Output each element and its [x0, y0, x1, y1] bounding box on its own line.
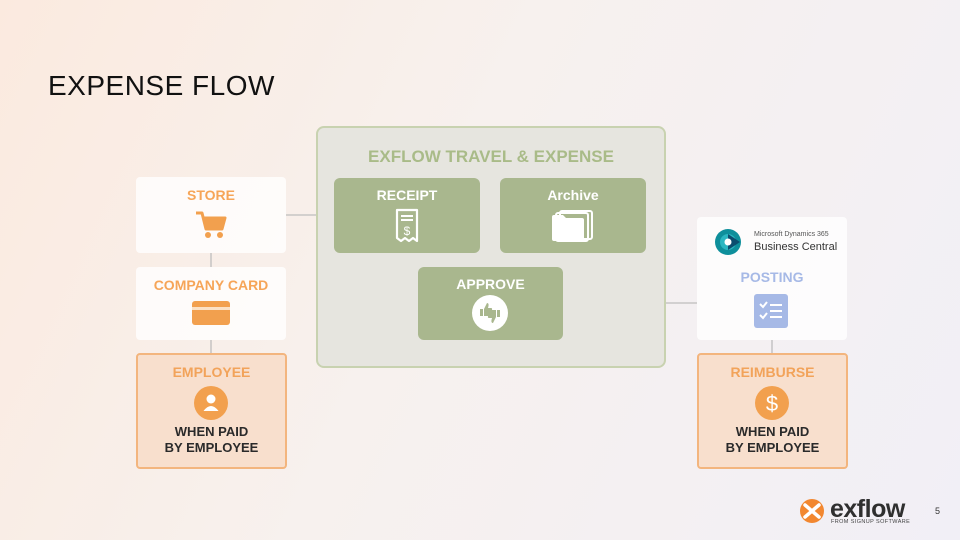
employee-label: EMPLOYEE — [172, 364, 251, 380]
brand-tagline: FROM SIGNUP SOFTWARE — [831, 519, 911, 525]
reimburse-note: WHEN PAID BY EMPLOYEE — [725, 424, 820, 455]
shopping-cart-icon — [196, 211, 227, 238]
receipt-label: RECEIPT — [376, 187, 438, 203]
product-line2: Business Central — [754, 241, 838, 253]
receipt-node[interactable]: RECEIPT $ — [334, 178, 480, 253]
business-central-logo-icon — [715, 229, 741, 255]
credit-card-icon — [192, 301, 230, 325]
store-label: STORE — [187, 187, 235, 203]
employee-node[interactable]: EMPLOYEE WHEN PAID BY EMPLOYEE — [136, 353, 287, 469]
folders-icon — [552, 210, 593, 242]
svg-text:$: $ — [404, 224, 411, 238]
reimburse-label: REIMBURSE — [730, 364, 815, 380]
company-card-label: COMPANY CARD — [153, 277, 269, 293]
archive-node[interactable]: Archive — [500, 178, 646, 253]
page-number: 5 — [935, 506, 941, 516]
archive-label: Archive — [547, 187, 599, 203]
exflow-logo-icon — [800, 499, 824, 523]
brand-name: exflow — [830, 495, 905, 523]
posting-label: POSTING — [740, 269, 804, 285]
approve-node[interactable]: APPROVE — [418, 267, 563, 340]
employee-note: WHEN PAID BY EMPLOYEE — [164, 424, 259, 455]
product-line1: Microsoft Dynamics 365 — [754, 231, 829, 238]
receipt-icon: $ — [395, 208, 419, 243]
checklist-icon — [754, 294, 788, 328]
store-node[interactable]: STORE — [136, 177, 286, 253]
reimburse-node[interactable]: REIMBURSE $ WHEN PAID BY EMPLOYEE — [697, 353, 848, 469]
approve-label: APPROVE — [456, 276, 525, 292]
dollar-icon: $ — [755, 386, 789, 420]
thumbs-up-down-icon — [472, 295, 508, 331]
person-icon — [194, 386, 228, 420]
company-card-node[interactable]: COMPANY CARD — [136, 267, 286, 340]
group-title: EXFLOW TRAVEL & EXPENSE — [368, 147, 614, 166]
svg-text:$: $ — [766, 391, 778, 416]
page-title: EXPENSE FLOW — [48, 70, 275, 101]
